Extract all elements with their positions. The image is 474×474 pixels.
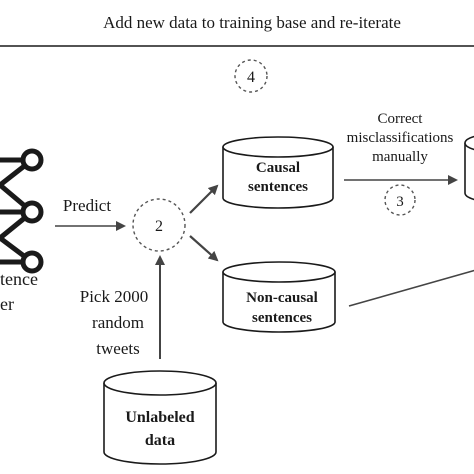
correct-label-line3: manually [372,149,428,165]
header-caption: Add new data to training base and re-ite… [103,13,401,32]
predict-label: Predict [63,196,111,215]
causal-sentences-db [222,136,334,209]
noncausal-db-label-line2: sentences [252,310,312,326]
step-4-circle [234,59,268,93]
step-2-circle [132,198,186,252]
step-4-label: 4 [247,69,255,86]
noncausal-db-label-line1: Non-causal [246,290,318,306]
model-label-line2: er [0,294,14,314]
pick-label-line2: random [92,313,144,332]
correct-label-line2: misclassifications [347,130,454,146]
correct-label-line1: Correct [378,111,424,127]
causal-db-label-line1: Causal [256,160,300,176]
unlabeled-data-db [103,370,217,465]
step-3-label: 3 [396,194,404,210]
training-base-db [464,135,474,201]
noncausal-sentences-db [222,261,336,333]
step-3-circle [384,184,416,216]
model-label-line1: tence [0,269,38,289]
unlabeled-db-label-line2: data [145,432,175,449]
pick-label-line3: tweets [96,339,139,358]
step-2-label: 2 [155,218,163,235]
arrow-to-causal [189,184,219,214]
neural-network-icon [0,148,44,274]
pick-label-line1: Pick 2000 [80,287,148,306]
noncausal-to-training-line [348,269,474,307]
arrow-to-noncausal [189,235,219,262]
causal-db-label-line2: sentences [248,179,308,195]
unlabeled-db-label-line1: Unlabeled [125,409,194,426]
